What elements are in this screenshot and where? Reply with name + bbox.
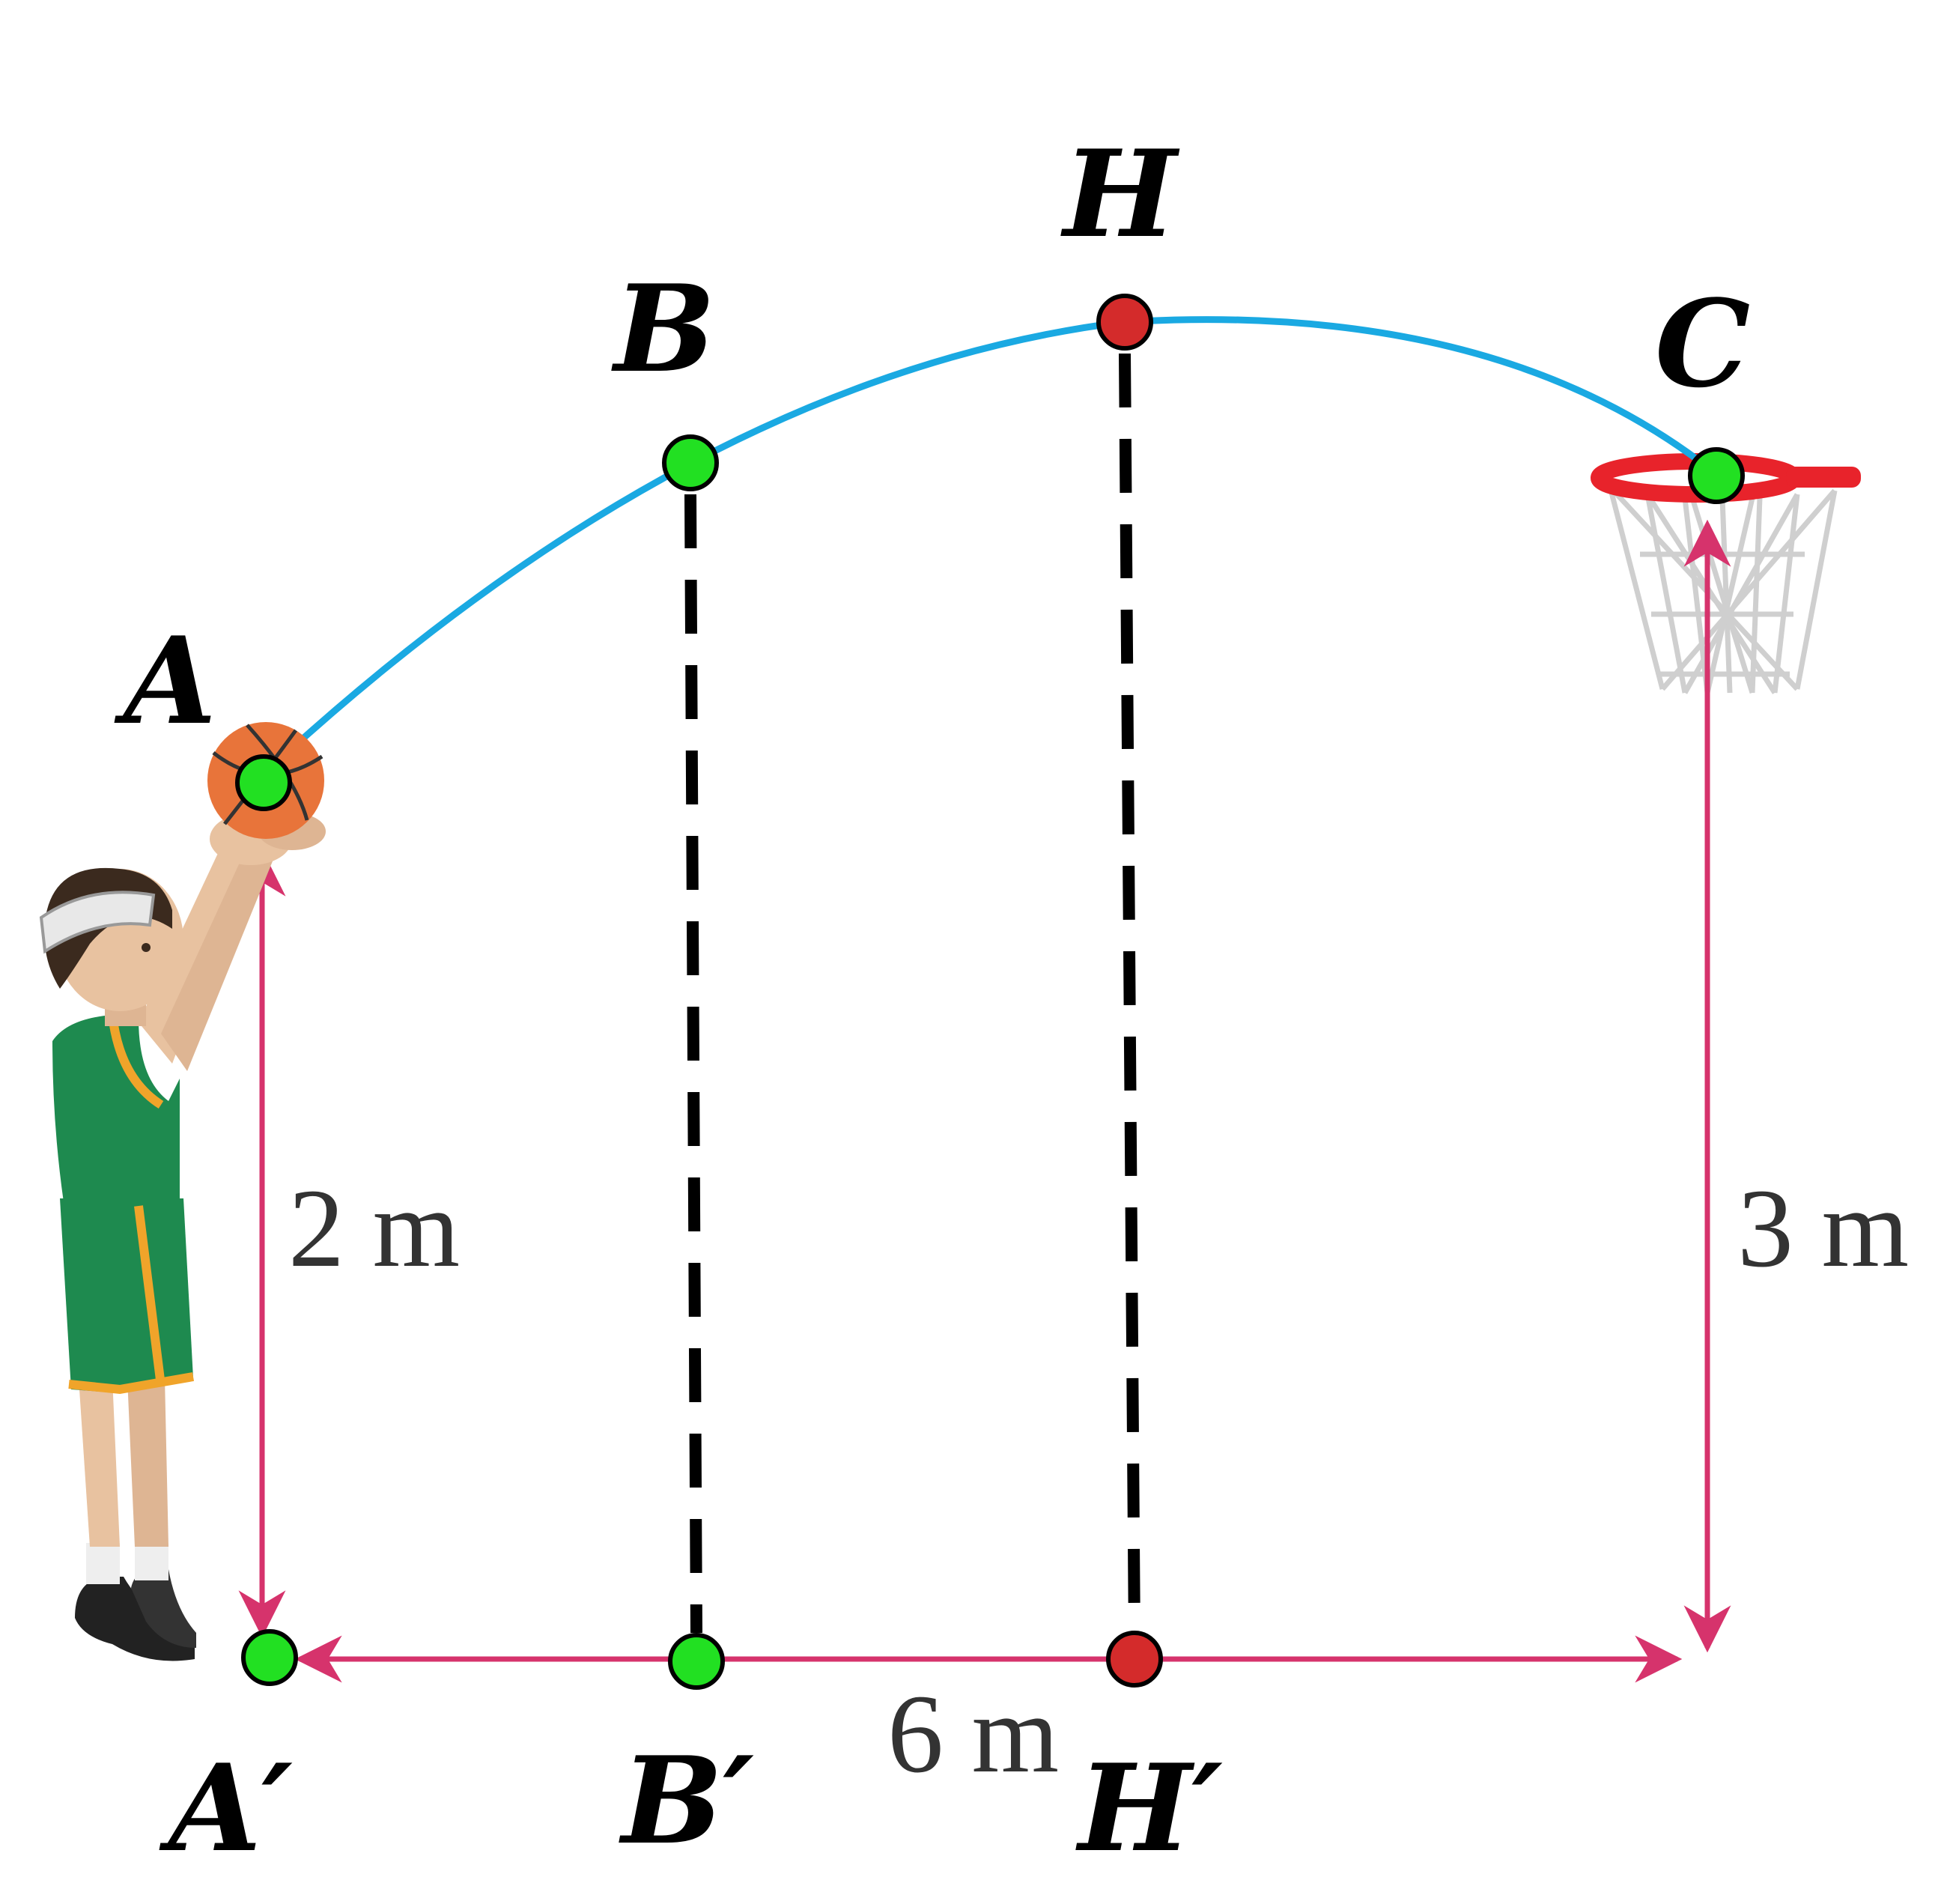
ball-trajectory: [282, 316, 1719, 758]
label-distance: 6 m: [887, 1672, 1059, 1796]
point-H-prime-marker: [1106, 1631, 1163, 1688]
basketball-player-icon: [39, 813, 326, 1661]
point-B-marker: [662, 434, 719, 491]
label-H: H: [1060, 124, 1180, 264]
point-A-marker: [235, 754, 292, 811]
label-A: A: [114, 610, 216, 751]
dashed-line-H: [1119, 353, 1140, 1641]
label-B: B: [611, 258, 715, 399]
point-C-marker: [1688, 447, 1745, 504]
point-B-prime-marker: [668, 1633, 725, 1690]
label-hoop-height: 3 m: [1737, 1166, 1909, 1291]
label-A-prime: A′: [159, 1738, 293, 1879]
point-A-prime-marker: [241, 1629, 298, 1686]
label-H-prime: H′: [1075, 1738, 1223, 1879]
label-C: C: [1655, 273, 1750, 414]
dashed-line-B: [684, 494, 702, 1634]
label-B-prime: B′: [619, 1730, 754, 1871]
label-shooter-height: 2 m: [288, 1166, 460, 1291]
point-H-marker: [1096, 294, 1153, 351]
